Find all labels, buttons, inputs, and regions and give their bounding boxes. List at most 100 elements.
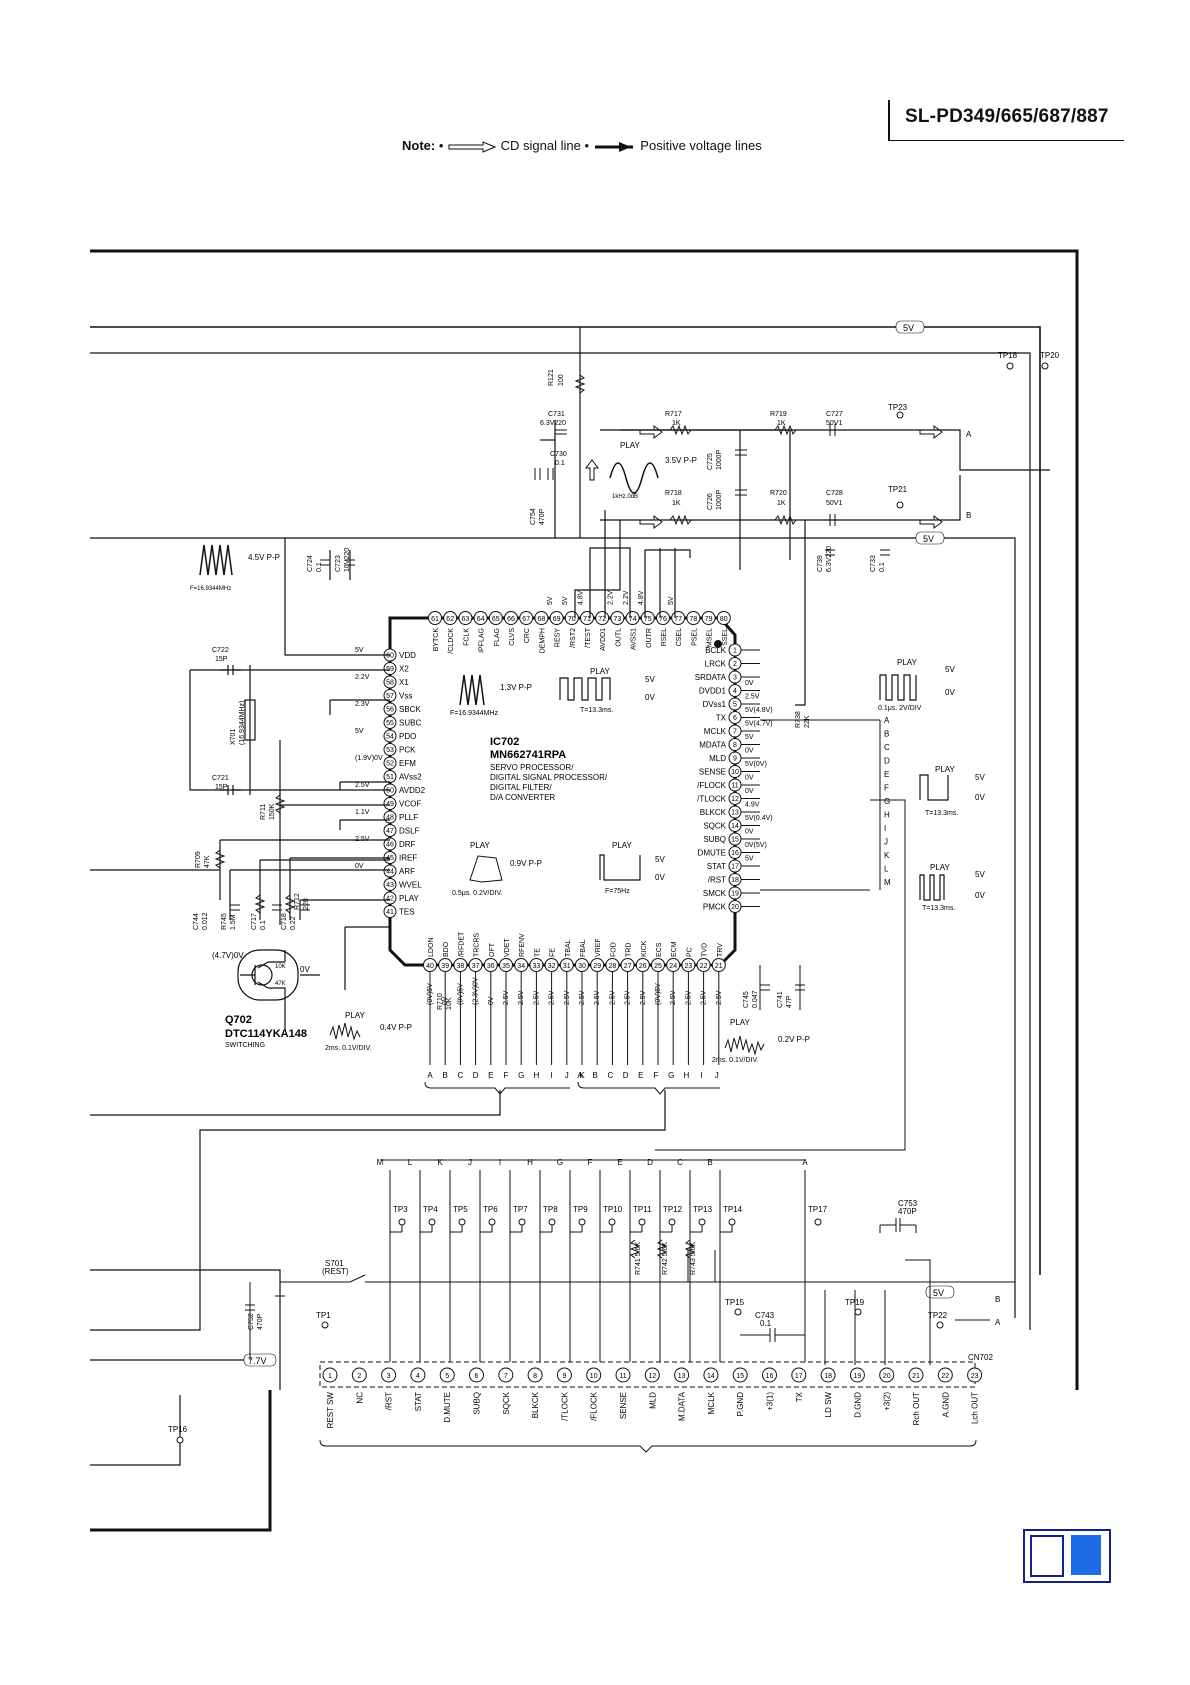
ic-pin-number: 53	[386, 747, 394, 754]
wave-eye-pattern	[469, 855, 503, 883]
c754-label: C754	[530, 508, 537, 525]
ic-pin-number: 13	[731, 810, 739, 817]
ic-pin-number: 35	[502, 963, 510, 970]
ic-pin-78	[686, 611, 701, 625]
test-point-tp4	[428, 1218, 436, 1226]
cn702-pin-number: 3	[387, 1373, 391, 1380]
bottom-letter-I: I	[550, 1071, 552, 1080]
cn702-pin-name: SENSE	[619, 1392, 628, 1419]
cn702-pin-name: NC	[355, 1392, 364, 1404]
cn702-pin-name: M.DATA	[678, 1391, 687, 1421]
next-page-button[interactable]	[1071, 1535, 1101, 1575]
lower-letter-D: D	[647, 1158, 653, 1167]
ic-top-voltage: 2.2V	[623, 590, 630, 605]
lower-letter-I: I	[499, 1158, 501, 1167]
r709-value: 47K	[204, 855, 211, 868]
ic-right-voltage: 2.5V	[745, 694, 760, 701]
legend-note: Note: • CD signal line • Positive voltag…	[402, 138, 762, 153]
ic-pin-number: 50	[386, 788, 394, 795]
ic-pin-number: 78	[690, 616, 698, 623]
ic-part: MN662741RPA	[490, 749, 566, 761]
ic-pin-name: TRD	[626, 943, 633, 957]
waveforms	[199, 462, 949, 1056]
r711-label: R711	[260, 804, 267, 820]
ic-pin-number: 18	[731, 877, 739, 884]
ic-pin-name: SUBC	[399, 719, 421, 728]
r745-label: R745	[221, 913, 228, 930]
bus-letter-B: B	[884, 730, 889, 739]
r717-value: 1K	[672, 420, 681, 427]
bus-a-k-line	[90, 1090, 501, 1116]
c725-value: 1000P	[716, 449, 723, 470]
ic-pin-number: 58	[386, 680, 394, 687]
w6-hi: 5V	[975, 773, 985, 782]
w10-play: PLAY	[345, 1011, 366, 1020]
ic-pin-name: CSEL	[676, 628, 683, 646]
ic-pin-number: 69	[553, 616, 561, 623]
ic-right-voltage: 0V	[745, 748, 754, 755]
ic-top-voltage: 5V	[547, 596, 554, 605]
ic-pin-44	[383, 864, 397, 878]
r710-label: R710	[437, 993, 444, 1010]
ic-pin-number: 52	[386, 761, 394, 768]
ic-pin-name: VCOF	[399, 800, 421, 809]
cn702-pin-19	[849, 1367, 865, 1383]
wave-mclk	[559, 677, 611, 701]
ic-pin-21	[711, 958, 726, 972]
cn702-pin-number: 7	[504, 1373, 508, 1380]
lower-letter-H: H	[527, 1158, 533, 1167]
ic-pin-name: AVDD2	[399, 786, 426, 795]
lower-letter-E: E	[617, 1158, 622, 1167]
c724-label: C724	[307, 555, 314, 572]
bottom-letter-J: J	[565, 1071, 569, 1080]
ic-pin-number: 4	[733, 688, 737, 695]
cn702-pin-name: +3(1)	[766, 1392, 775, 1411]
cn702-pin-name: D.GND	[853, 1392, 862, 1418]
bus-5v-mid-label: 5V	[923, 534, 934, 544]
ic-pin-27	[620, 958, 635, 972]
cn702-pin-number: 23	[971, 1373, 979, 1380]
r741-label: R741 5.6K	[635, 1242, 642, 1275]
ic-pin-name: AVSS1	[631, 628, 638, 650]
bottom-letter-E: E	[488, 1071, 493, 1080]
ic-pin-number: 22	[700, 963, 708, 970]
c752-label: C752	[248, 1313, 255, 1330]
ic-pin-number: 34	[517, 963, 525, 970]
test-point-tp8	[548, 1218, 556, 1226]
ic-pin-25	[651, 958, 665, 972]
bus-5v-mid	[90, 537, 1016, 1318]
c730-value: 0.1	[555, 460, 565, 467]
r743-label: R743 5.6K	[690, 1242, 697, 1275]
lower-letter-F: F	[588, 1158, 593, 1167]
c741-value: 47P	[786, 995, 793, 1008]
ic-pin-name: TES	[399, 908, 415, 917]
bottom-letter-H: H	[534, 1071, 540, 1080]
w5-t: 0.1μs. 2V/DIV	[878, 705, 922, 712]
cn702-pin-number: 12	[648, 1373, 656, 1380]
w10-t: 2ms. 0.1V/DIV.	[325, 1045, 371, 1052]
ic-pin-name: Vss	[399, 692, 412, 701]
ic-pin-name: VDET	[504, 938, 511, 957]
c722-label: C722	[212, 647, 229, 654]
ic-pin-number: 31	[563, 963, 571, 970]
ic-pin-name: TX	[716, 714, 727, 723]
ic-pin-number: 70	[568, 616, 576, 623]
q702-r2: 47K	[275, 981, 286, 987]
ic-pin-name: ECM	[671, 941, 678, 957]
c728-label: C728	[826, 490, 843, 497]
w5-hi: 5V	[945, 665, 955, 674]
ic-pin-64	[473, 611, 488, 625]
r711-value: 150K	[269, 803, 276, 820]
bus-letter-K: K	[884, 851, 890, 860]
prev-page-button[interactable]	[1030, 1535, 1064, 1577]
header-rule	[888, 100, 890, 140]
ic-right-voltage: 0V	[745, 788, 754, 795]
wave-blkck	[919, 774, 949, 801]
test-point-tp17	[814, 1218, 822, 1226]
w11-play: PLAY	[730, 1018, 751, 1027]
ic-pin-name: BCLK	[705, 646, 727, 655]
ic-ref: IC702	[490, 736, 519, 748]
c728-value: 50V1	[826, 500, 842, 507]
w2-amp: 4.5V P-P	[248, 553, 280, 562]
r709-label: R709	[195, 851, 202, 868]
